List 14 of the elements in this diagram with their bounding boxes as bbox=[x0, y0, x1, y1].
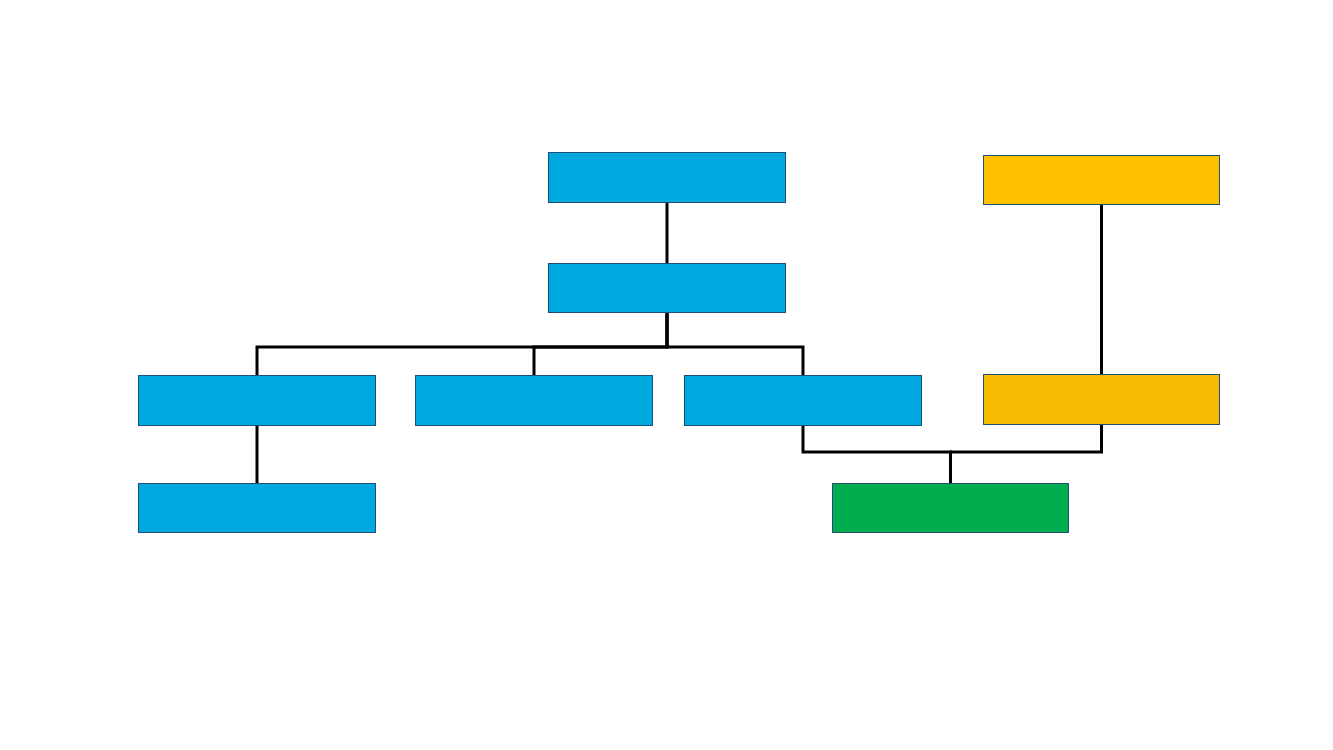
org-box bbox=[415, 375, 653, 426]
org-box bbox=[983, 155, 1220, 205]
org-box bbox=[138, 375, 376, 426]
connector-line bbox=[1100, 205, 1103, 374]
org-box bbox=[548, 152, 786, 203]
org-box bbox=[548, 263, 786, 313]
connector-line bbox=[255, 426, 259, 483]
org-box bbox=[832, 483, 1069, 533]
org-box bbox=[983, 374, 1220, 425]
connector-line bbox=[665, 313, 805, 375]
org-box bbox=[138, 483, 376, 533]
connector-line bbox=[665, 203, 669, 263]
connector-line bbox=[949, 425, 1103, 483]
org-box bbox=[684, 375, 922, 426]
